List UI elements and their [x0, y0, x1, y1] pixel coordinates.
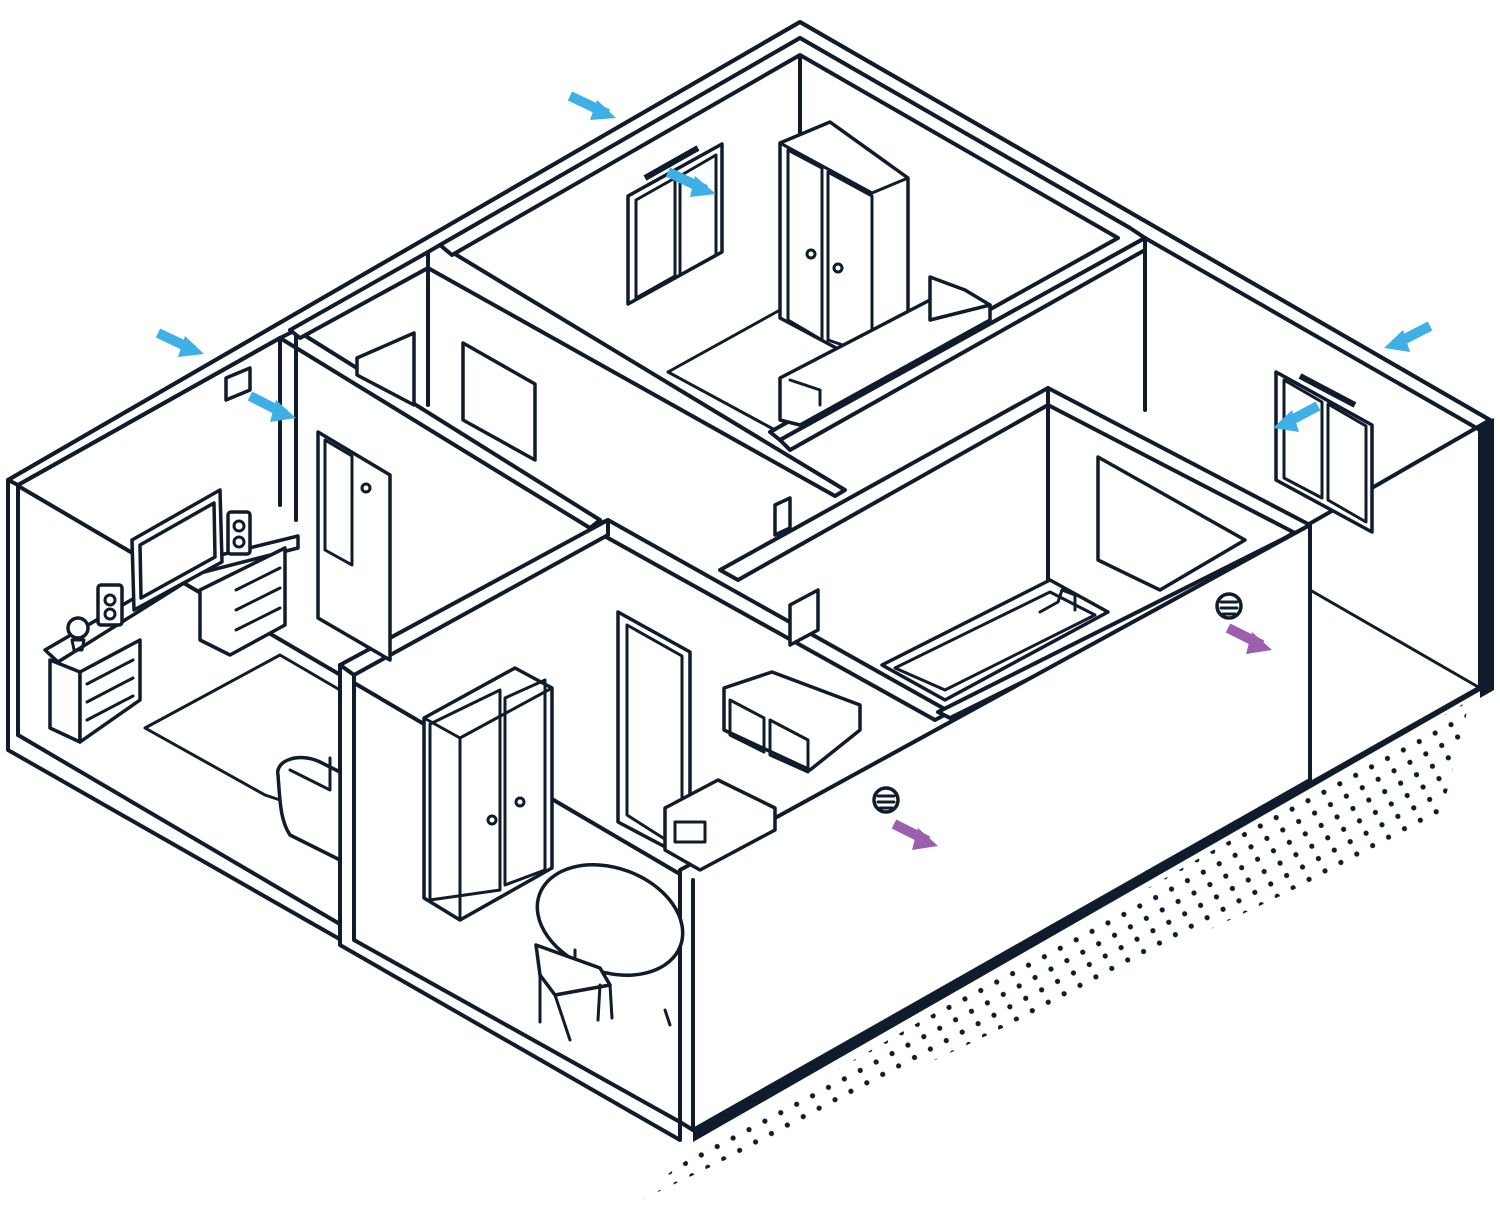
- supply-air-arrow-icon: [567, 91, 616, 120]
- supply-air-arrow-icon: [1384, 321, 1433, 352]
- partition-walls: [16, 36, 1312, 737]
- extract-arrows: [891, 623, 1272, 850]
- extract-air-arrow-icon: [1225, 623, 1272, 654]
- supply-air-arrow-icon: [1273, 401, 1321, 432]
- office-room: [43, 366, 392, 862]
- supply-air-arrow-icon: [665, 167, 716, 197]
- kitchen-left-wall: [338, 663, 682, 1142]
- supply-air-arrow-icon: [155, 328, 204, 357]
- bathroom: [788, 455, 1247, 702]
- kitchen-dining: [422, 610, 900, 1042]
- hallway: [355, 331, 792, 537]
- extract-air-arrow-icon: [891, 819, 938, 850]
- supply-arrows: [155, 91, 1433, 432]
- floor-shadow: [620, 700, 1470, 1210]
- supply-air-arrow-icon: [247, 391, 296, 422]
- front-wall: [678, 523, 1312, 1132]
